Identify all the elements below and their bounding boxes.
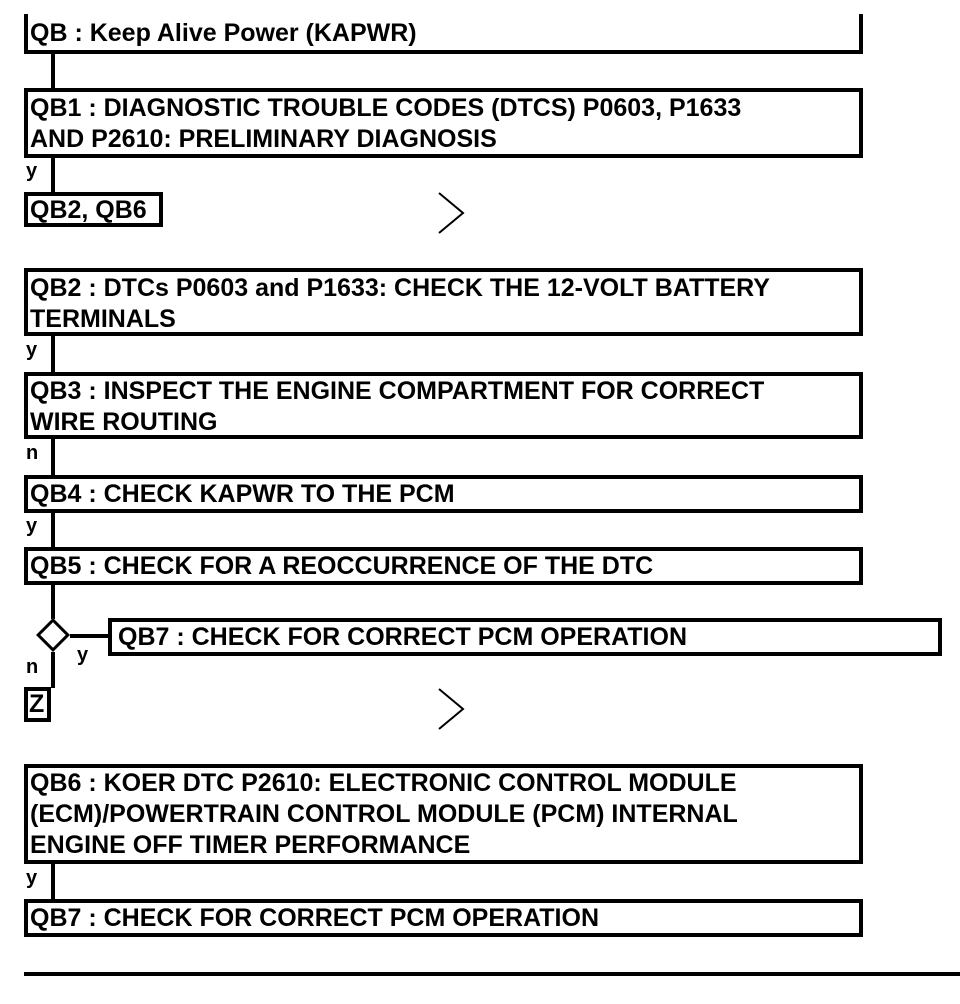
node-qb7-branch: QB7 : CHECK FOR CORRECT PCM OPERATION xyxy=(108,618,942,656)
edge-label-yes: y xyxy=(26,339,38,361)
node-z: Z xyxy=(24,687,51,722)
diamond-decision-icon xyxy=(36,618,70,652)
chevron-right-icon xyxy=(438,192,465,234)
edge-label-yes: y xyxy=(26,867,38,889)
node-qb3: QB3 : INSPECT THE ENGINE COMPARTMENT FOR… xyxy=(24,372,863,439)
connector xyxy=(51,439,55,475)
edge-label-yes: y xyxy=(26,515,38,537)
node-qb5: QB5 : CHECK FOR A REOCCURRENCE OF THE DT… xyxy=(24,547,863,585)
connector xyxy=(51,158,55,192)
node-qb4: QB4 : CHECK KAPWR TO THE PCM xyxy=(24,475,863,513)
node-qb1-branch: QB2, QB6 xyxy=(24,192,163,227)
edge-label-no: n xyxy=(26,656,39,678)
divider xyxy=(24,972,960,976)
connector xyxy=(51,652,55,688)
edge-label-yes: y xyxy=(26,160,38,182)
node-qb7: QB7 : CHECK FOR CORRECT PCM OPERATION xyxy=(24,899,863,937)
node-qb2: QB2 : DTCs P0603 and P1633: CHECK THE 12… xyxy=(24,268,863,336)
connector xyxy=(70,634,110,638)
node-qb: QB : Keep Alive Power (KAPWR) xyxy=(24,14,863,54)
chevron-right-icon xyxy=(438,688,465,730)
connector xyxy=(51,336,55,372)
connector xyxy=(51,54,55,88)
connector xyxy=(51,864,55,900)
edge-label-yes: y xyxy=(77,644,89,666)
connector xyxy=(51,585,55,619)
connector xyxy=(51,513,55,547)
edge-label-no: n xyxy=(26,442,39,464)
node-qb1: QB1 : DIAGNOSTIC TROUBLE CODES (DTCS) P0… xyxy=(24,88,863,158)
node-qb6: QB6 : KOER DTC P2610: ELECTRONIC CONTROL… xyxy=(24,764,863,864)
